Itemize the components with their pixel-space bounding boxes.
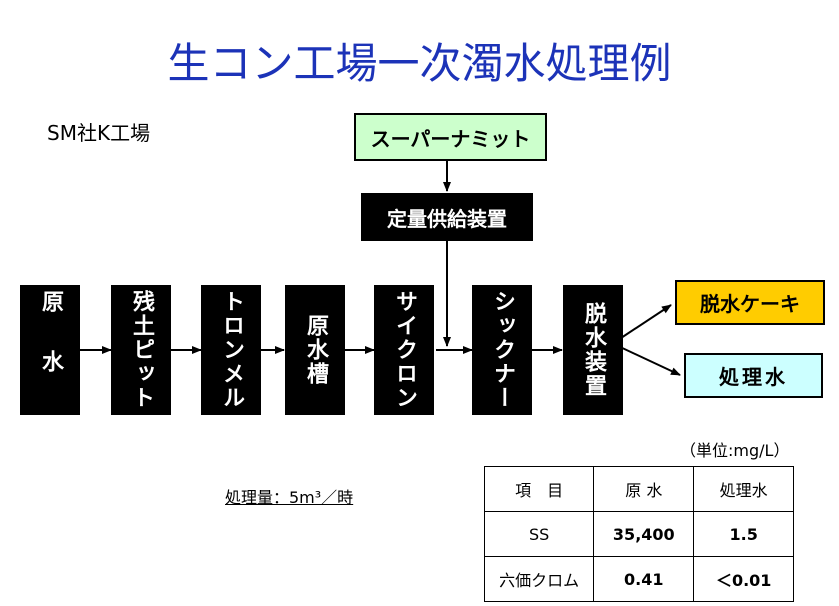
process-raw-water-tank: 原水槽	[285, 285, 345, 415]
table-cell: 1.5	[693, 511, 794, 557]
table-cell: SS	[483, 511, 595, 557]
arrow-to-cake	[617, 304, 672, 341]
process-soil-pit: 残土ピット	[111, 285, 171, 415]
unit-note: （単位:mg/L）	[680, 441, 790, 460]
table-cell: ＜0.01	[693, 556, 794, 602]
results-table: 項 目 原 水 処理水 SS 35,400 1.5 六価クロム 0.41 ＜0.…	[483, 466, 794, 602]
process-raw-water: 原水	[20, 285, 80, 415]
table-row: SS 35,400 1.5	[483, 511, 794, 557]
output-dewatered-cake: 脱水ケーキ	[675, 280, 825, 325]
table-header: 処理水	[693, 466, 794, 512]
table-header-row: 項 目 原 水 処理水	[483, 466, 794, 512]
process-thickener: シックナー	[472, 285, 532, 415]
arrow-to-water	[617, 345, 681, 376]
capacity-note: 処理量：5m³／時	[225, 488, 354, 507]
table-cell: 35,400	[593, 511, 695, 557]
table-header: 項 目	[483, 466, 595, 512]
process-label-raw-water: 原水	[38, 290, 63, 410]
output-treated-water: 処理水	[684, 353, 823, 398]
supply-box: スーパーナミット	[354, 113, 547, 161]
process-dewatering: 脱水装置	[563, 285, 623, 415]
table-row: 六価クロム 0.41 ＜0.01	[483, 556, 794, 602]
feeder-box: 定量供給装置	[361, 193, 533, 241]
table-header: 原 水	[593, 466, 695, 512]
table-cell: 0.41	[593, 556, 695, 602]
plant-name: SM社K工場	[47, 121, 151, 145]
page-title: 生コン工場一次濁水処理例	[167, 39, 672, 88]
process-trommel: トロンメル	[201, 285, 261, 415]
table-cell: 六価クロム	[483, 556, 595, 602]
process-cyclone: サイクロン	[374, 285, 434, 415]
